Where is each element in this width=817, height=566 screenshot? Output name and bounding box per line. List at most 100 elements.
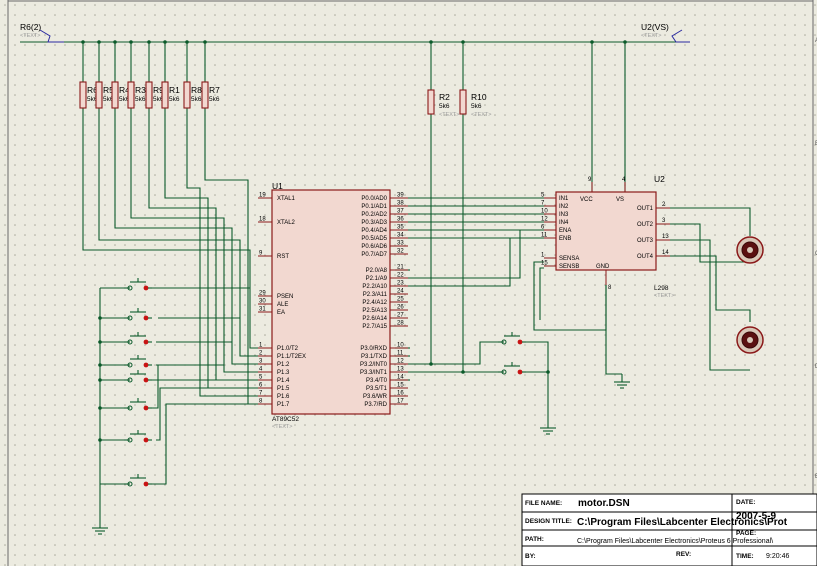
push-button[interactable] <box>124 355 152 368</box>
push-button[interactable] <box>498 362 526 375</box>
pin-name: ENB <box>559 236 571 242</box>
terminal-right[interactable]: U2(VS) <TEXT> <box>641 22 690 43</box>
pin-name: P2.5/A13 <box>362 308 387 314</box>
u1-pin-4[interactable]: 4P1.3 <box>258 367 290 377</box>
push-button[interactable] <box>124 474 152 487</box>
pin-name: P1.5 <box>277 386 290 392</box>
terminal-left[interactable]: R6(2) <TEXT> <box>20 22 64 43</box>
pin-name: P0.3/AD3 <box>361 220 387 226</box>
motor-1[interactable] <box>736 236 764 264</box>
pin-number: 34 <box>397 233 404 239</box>
u1-pin-8[interactable]: 8P1.7 <box>258 399 290 409</box>
push-button[interactable] <box>124 370 152 383</box>
push-button[interactable] <box>124 398 152 411</box>
u1-pin-5[interactable]: 5P1.4 <box>258 375 290 385</box>
push-button[interactable] <box>124 308 152 321</box>
u1-pin-6[interactable]: 6P1.5 <box>258 383 290 393</box>
u1-pin-3[interactable]: 3P1.2 <box>258 359 290 369</box>
pin-number: 1 <box>541 253 545 259</box>
pin-number: 37 <box>397 209 404 215</box>
push-button[interactable] <box>498 332 526 345</box>
tb-date: 2007-5-9 <box>736 511 776 522</box>
resistor-ref: R7 <box>209 85 220 95</box>
svg-text:A: A <box>815 38 817 44</box>
u1-part: AT89C52 <box>272 416 299 423</box>
u1-pin-1[interactable]: 1P1.0/T2 <box>258 343 299 353</box>
resistor-ref: R8 <box>191 85 202 95</box>
u2-vs-num: 4 <box>622 177 626 183</box>
pin-name: OUT3 <box>637 238 654 244</box>
pin-name: P1.3 <box>277 370 290 376</box>
motor-2[interactable] <box>736 326 764 354</box>
push-button[interactable] <box>124 278 152 291</box>
u2-chip[interactable]: U2 L298 <TEXT> VCC VS GND 9 4 8 5IN17IN2… <box>541 174 674 299</box>
pin-name: P1.1/T2EX <box>277 354 306 360</box>
resistor-placeholder: <TEXT> <box>471 112 491 118</box>
u1-pin-2[interactable]: 2P1.1/T2EX <box>258 351 306 361</box>
u1-pin-7[interactable]: 7P1.6 <box>258 391 290 401</box>
push-button[interactable] <box>124 430 152 443</box>
u1-chip[interactable]: U1 AT89C52 <TEXT> 19XTAL118XTAL29RST29PS… <box>258 181 408 430</box>
pin-number: 9 <box>259 251 263 257</box>
push-button[interactable] <box>124 332 152 345</box>
pin-number: 23 <box>397 281 404 287</box>
pin-name: P3.1/TXD <box>361 354 388 360</box>
pin-number: 30 <box>259 299 266 305</box>
